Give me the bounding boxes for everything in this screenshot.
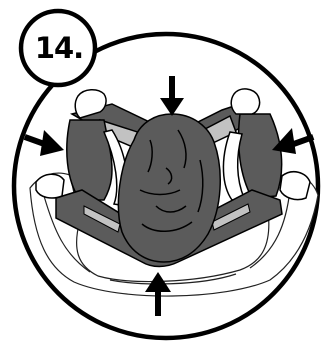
- step-number: 14.: [34, 28, 84, 68]
- right-hand: [231, 89, 259, 114]
